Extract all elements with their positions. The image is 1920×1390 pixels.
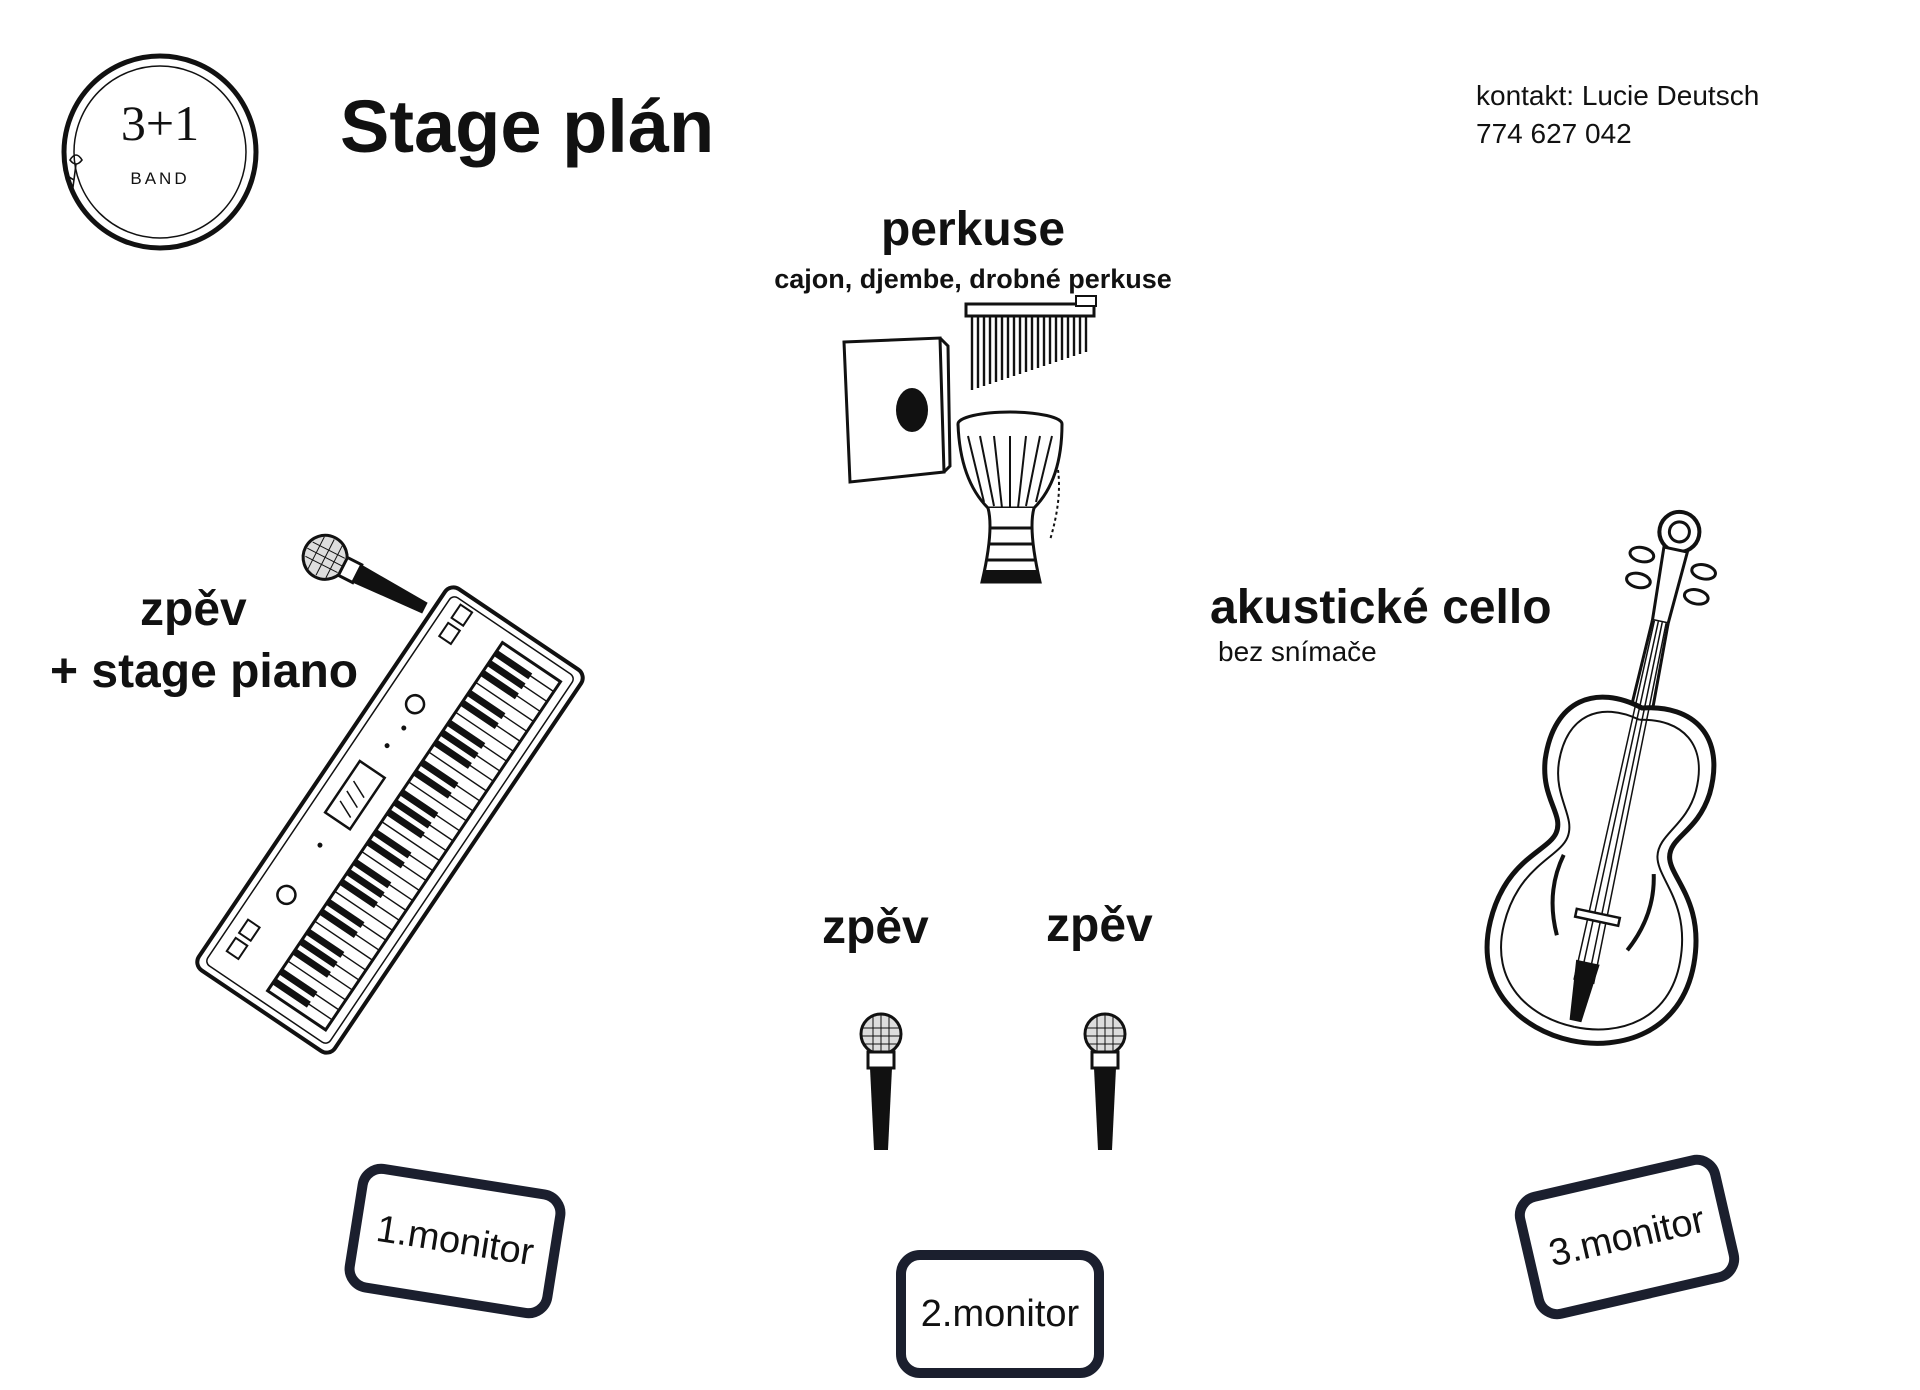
djembe-icon xyxy=(954,410,1068,590)
vocal-left-microphone-icon xyxy=(858,1012,904,1152)
wind-chimes-icon xyxy=(964,296,1096,392)
monitor-3-label: 3.monitor xyxy=(1545,1198,1709,1276)
cello-icon xyxy=(1476,480,1698,1046)
logo-band-label: BAND xyxy=(60,169,260,189)
contact-phone: 774 627 042 xyxy=(1476,118,1632,150)
monitor-2-label: 2.monitor xyxy=(921,1293,1079,1336)
monitor-1-label: 1.monitor xyxy=(373,1207,536,1274)
stage-piano-icon xyxy=(190,590,590,1050)
monitor-2: 2.monitor xyxy=(896,1250,1104,1378)
cello-subtitle: bez snímače xyxy=(1218,636,1377,668)
monitor-1: 1.monitor xyxy=(341,1160,569,1321)
logo-number: 3+1 xyxy=(60,94,260,152)
percussion-title: perkuse xyxy=(0,202,1920,257)
contact-name: kontakt: Lucie Deutsch xyxy=(1476,80,1759,112)
monitor-3: 3.monitor xyxy=(1510,1150,1744,1324)
vocal-left-label: zpěv xyxy=(822,900,929,955)
cajon-icon xyxy=(840,336,950,486)
percussion-subtitle: cajon, djembe, drobné perkuse xyxy=(0,264,1920,295)
vocal-right-label: zpěv xyxy=(1046,898,1153,953)
page-title: Stage plán xyxy=(340,84,714,169)
vocal-right-microphone-icon xyxy=(1082,1012,1128,1152)
